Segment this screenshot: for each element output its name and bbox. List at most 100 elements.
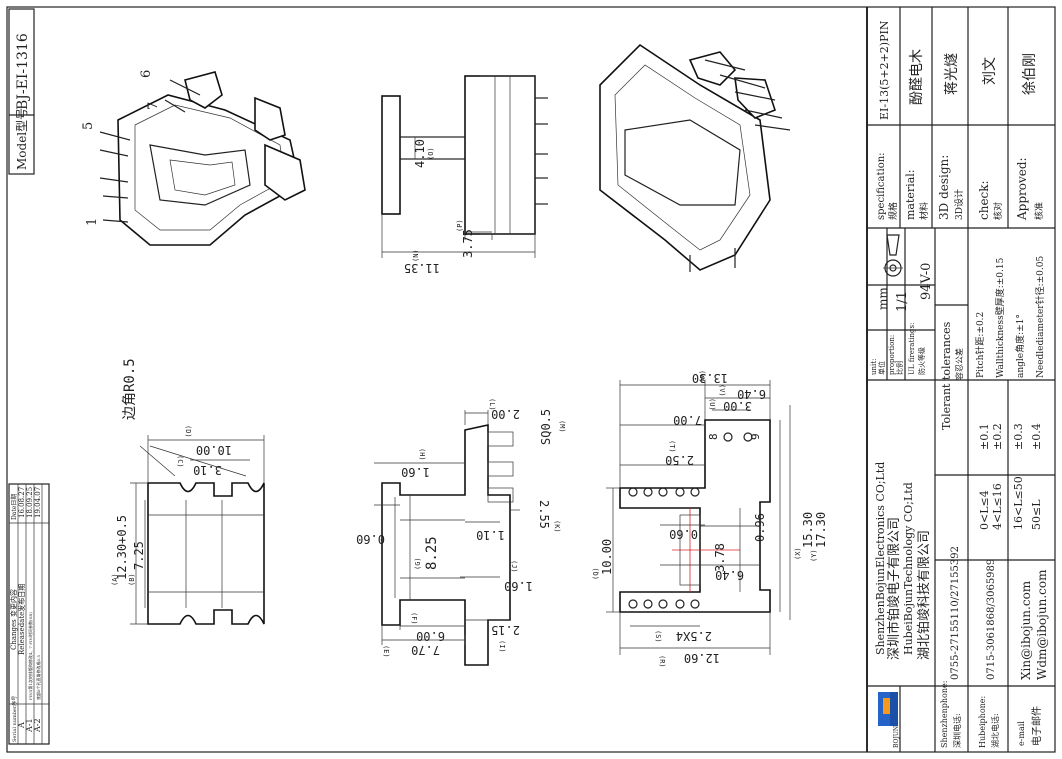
unit-label: unit:: [870, 359, 878, 375]
pin-label-6: 6: [139, 70, 154, 78]
front-ref-g: (G): [414, 557, 422, 570]
bottom-corner-note: 边角R0.5: [122, 358, 138, 420]
front-dim-k: 2.55: [537, 500, 551, 529]
front-ref-j: (J): [510, 560, 518, 573]
design-value: 蒋光燧: [944, 53, 960, 95]
model-box: Model型号 BJ-EI-1316: [8, 8, 35, 175]
proportion-label: proportion:: [888, 335, 896, 375]
iso-view-left: 6 7 5 1: [81, 70, 306, 246]
rev-row-1-serial: A: [17, 722, 26, 729]
iso-right-pins: [689, 59, 791, 272]
front-dim-i: 2.15: [491, 623, 520, 637]
bottom-ref-d: (D): [184, 425, 192, 438]
front-dim-e: 7.70: [411, 643, 440, 657]
rev-row-1-date: 16.08.27: [18, 487, 26, 518]
front-dim-f: 6.00: [416, 629, 445, 643]
proportion-value: 1/1: [895, 291, 910, 312]
bojun-logo-icon: BOJUN: [878, 692, 900, 748]
material-value: 酚醛电木: [909, 49, 925, 105]
front-dim-0-60: 0.60: [356, 532, 385, 546]
bottom-ref-a: (A): [111, 573, 119, 586]
top-ref-u: (U): [708, 398, 716, 411]
design-cn: 3D设计: [953, 189, 965, 220]
tol-value-2: ±0.2: [991, 423, 1004, 450]
tol-value-4: ±0.4: [1030, 423, 1043, 450]
model-value: BJ-EI-1316: [15, 33, 31, 110]
tol-value-1: ±0.1: [978, 423, 991, 450]
hb-phone: 0715-3061868/3065989: [986, 559, 997, 680]
top-ref-y: (Y): [810, 549, 818, 562]
bottom-dim-d: 10.00: [196, 443, 232, 457]
tolerance-cn: 容忍公差: [954, 348, 964, 380]
tol-range-1: 0<L≤4: [978, 490, 991, 530]
top-dim-y: 17.30: [814, 512, 828, 548]
fire-cn: 防火等级: [917, 347, 926, 375]
front-ref-h: (H): [418, 448, 426, 461]
pin-label-7: 7: [146, 102, 161, 110]
tolerance-title: Tolerant tolerances: [940, 321, 953, 430]
side-dim-o: 4.10: [413, 139, 427, 168]
company-cn-2: 湖北铂竣科技有限公司: [916, 530, 932, 660]
spec-cn: 规格: [887, 202, 899, 220]
top-ref-q: (Q): [592, 567, 600, 580]
front-dim-g: 8.25: [424, 536, 440, 570]
email-1: Xin@ibojun.com: [1019, 580, 1033, 680]
design-label: 3D design:: [937, 155, 951, 220]
bottom-ref-b: (B): [128, 573, 136, 586]
rev-row-3-change: 底部8个孔直角修改成0.5: [35, 655, 41, 700]
side-ref-n: (N): [412, 249, 420, 262]
front-dim-1-10: 1.10: [476, 528, 505, 542]
model-label: Model型号: [15, 108, 29, 170]
pin-label-8: 8: [707, 433, 720, 440]
front-dim-l: 2.00: [491, 407, 520, 421]
unit-cn: 单位: [877, 361, 886, 375]
top-dim-x: 15.30: [801, 512, 815, 548]
front-dim-h: 1.60: [401, 465, 430, 479]
side-view: 4.10 (O) 3.75 (P) 11.35 (N): [381, 75, 548, 275]
top-dim-w: 13.30: [692, 371, 728, 385]
top-ref-x: (X): [794, 547, 802, 560]
top-dim-s: 2.5X4: [676, 629, 712, 643]
top-ref-s: (S): [654, 630, 662, 643]
email-cn: 电子邮件: [1030, 706, 1043, 746]
check-value: 刘文: [982, 57, 998, 85]
side-dim-n: 11.35: [404, 261, 440, 275]
top-dim-0-96: 0.96: [753, 513, 767, 542]
top-ref-r: (R): [658, 655, 666, 668]
unit-value: mm: [876, 287, 890, 310]
tol-note-angle: angle角度:±1°: [1014, 314, 1026, 378]
front-ref-l: (L): [488, 398, 496, 411]
email-label: e-mail: [1017, 721, 1026, 746]
front-ref-k: (K): [553, 520, 561, 533]
rev-row-1-change: Releasedate发布日期: [17, 584, 26, 655]
fire-label: UL fireratings:: [908, 323, 916, 375]
top-dim-6-40b: 6.40: [715, 568, 744, 582]
front-ref-i: (I): [498, 640, 506, 653]
bottom-dim-a: 12.30+0.5: [115, 515, 129, 580]
top-dim-0-60: 0.60: [669, 527, 698, 541]
bottom-ref-c: (C): [176, 455, 184, 468]
bottom-dim-c: 3.10: [193, 463, 222, 477]
tol-range-3: 16<L≤50: [1012, 476, 1025, 530]
projection-symbol-icon: [883, 234, 903, 277]
top-ref-w: (W): [698, 370, 706, 383]
front-ref-e: (E): [382, 645, 390, 658]
material-label: material:: [904, 170, 917, 220]
top-view: 8 9 13.30 (W) 6.40 (V) 3.00: [592, 370, 828, 668]
approved-label: Approved:: [1015, 157, 1029, 221]
email-2: Wdm@ibojun.com: [1035, 569, 1049, 680]
tol-value-3: ±0.3: [1012, 423, 1025, 450]
company-en-1: ShenzhenBojunElectronics CO;Ltd: [874, 462, 887, 655]
rev-header-serial: Serial number序号: [11, 696, 18, 742]
spec-label: specification:: [876, 152, 887, 220]
pin-label-1: 1: [85, 218, 100, 226]
top-dim-t: 2.50: [665, 453, 694, 467]
sz-phone-label: Shenzhenphone:: [940, 681, 949, 748]
pin-label-9: 9: [749, 433, 762, 440]
rev-row-2-serial: A-1: [25, 718, 34, 733]
check-label: check:: [977, 180, 991, 220]
company-en-2: HubeiBojunTechnology CO;Ltd: [902, 482, 915, 655]
rev-header-date: Date日期: [10, 494, 18, 520]
check-cn: 核对: [992, 202, 1004, 220]
